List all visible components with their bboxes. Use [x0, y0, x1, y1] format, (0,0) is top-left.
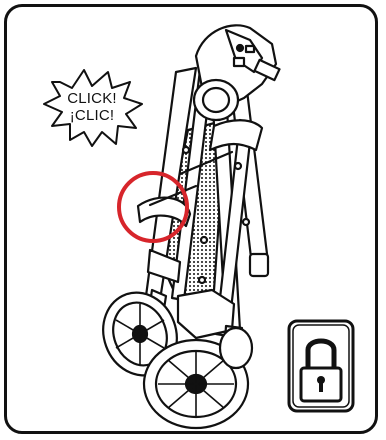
callout-line-spanish: ¡CLIC! [52, 107, 132, 124]
click-callout-text: CLICK! ¡CLIC! [52, 90, 132, 124]
lock-icon [289, 321, 353, 411]
callout-line-english: CLICK! [52, 90, 132, 107]
